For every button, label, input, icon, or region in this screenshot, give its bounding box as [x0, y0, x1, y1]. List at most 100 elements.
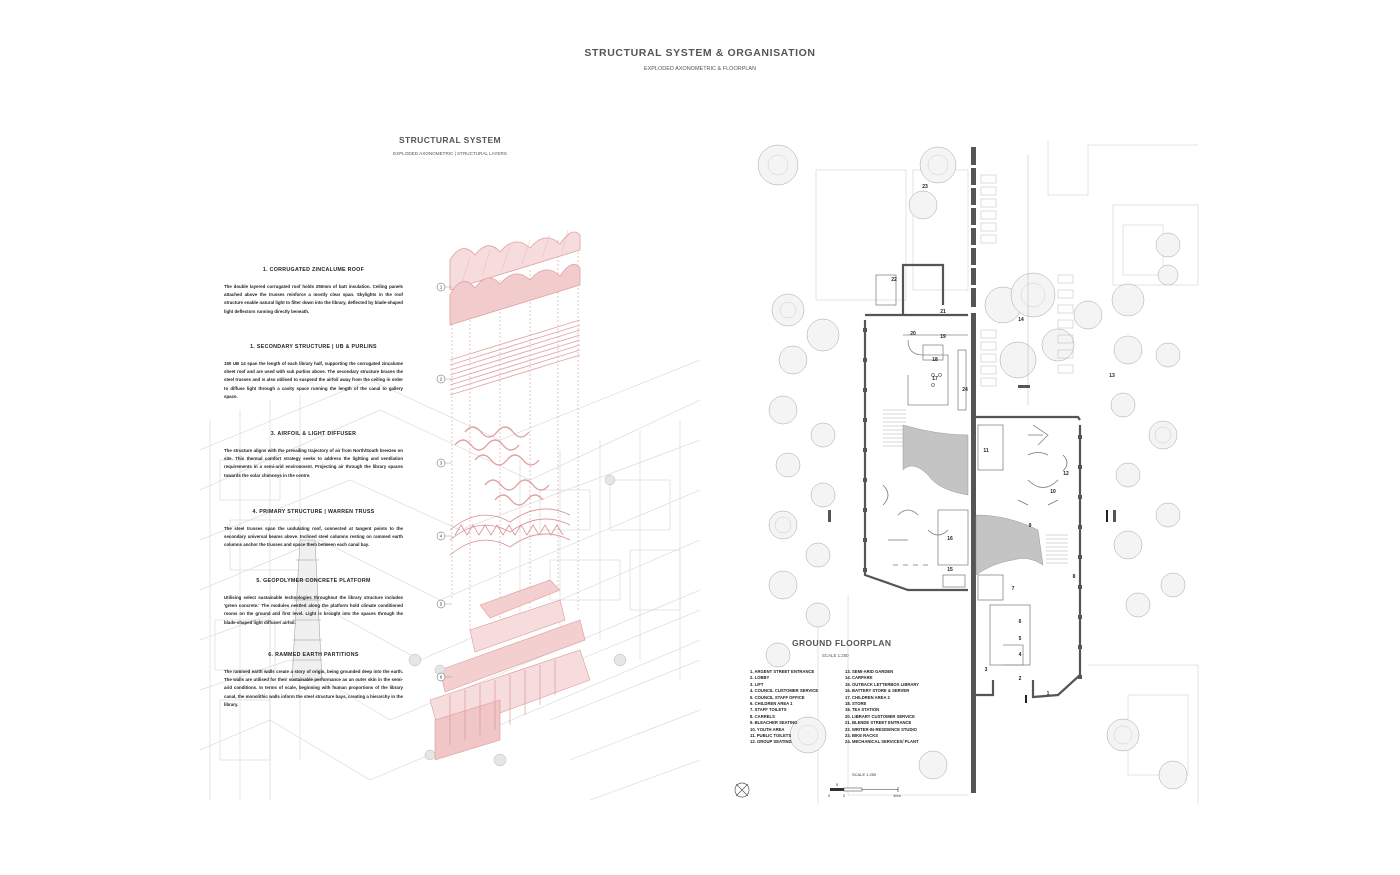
scalebar-tick: 10m	[893, 793, 901, 798]
east-wing-columns	[1018, 385, 1116, 679]
legend-item: 10. YOUTH AREA	[750, 726, 785, 732]
marker-label: 2	[440, 377, 443, 382]
layer-roof	[449, 229, 581, 326]
east-courtyard	[975, 514, 1044, 576]
marker-label: 4	[440, 534, 443, 539]
east-wing-interior	[977, 424, 1049, 666]
text-block-secondary-structure: 1. SECONDARY STRUCTURE | UB & PURLINS 15…	[224, 344, 403, 401]
scalebar-mid: 5	[836, 782, 839, 787]
room-label: 15	[947, 567, 953, 573]
marker-label: 5	[440, 602, 443, 607]
page-title: STRUCTURAL SYSTEM & ORGANISATION	[584, 47, 816, 59]
room-label: 22	[891, 277, 897, 283]
room-label: 11	[983, 448, 989, 454]
structural-system-subtitle: EXPLODED AXONOMETRIC | STRUCTURAL LAYERS	[393, 151, 507, 156]
room-label: 1	[1047, 691, 1050, 697]
legend-item: 11. PUBLIC TOILETS	[750, 733, 792, 739]
structural-system-title: STRUCTURAL SYSTEM	[398, 135, 502, 145]
block-text: The rammed earth walls create a story of…	[224, 669, 403, 707]
room-label: 4	[1019, 652, 1022, 658]
west-courtyard	[902, 424, 969, 496]
west-furniture	[882, 373, 949, 566]
legend-item: 7. STAFF TOILETS	[750, 707, 787, 713]
block-text: Utilising select sustainable technologie…	[224, 595, 403, 625]
urban-context	[200, 359, 700, 801]
layer-markers	[436, 282, 446, 682]
floorplan-scale: SCALE 1:250	[822, 653, 849, 658]
layer-airfoil	[454, 426, 550, 506]
legend-item: 22. WRITER-IN-RESIDENCE STUDIO	[845, 726, 917, 732]
north-arrow-icon	[734, 782, 750, 798]
room-label: 6	[1019, 619, 1022, 625]
room-label: 3	[985, 667, 988, 673]
layer-purlins	[449, 319, 581, 396]
explosion-guides	[451, 240, 579, 630]
floorplan-title: GROUND FLOORPLAN	[792, 638, 892, 648]
floorplan-legend-col1: 1. ARGENT STREET ENTRANCE 2. LOBBY 3. LI…	[750, 669, 818, 746]
solar-chimney-tower	[291, 539, 323, 681]
west-wing-columns	[828, 328, 867, 572]
exploded-axonometric-drawing: 1 2 3 4 5 6	[200, 229, 700, 801]
room-label: 16	[947, 536, 953, 542]
room-label: 13	[1109, 373, 1115, 379]
legend-item: 24. MECHANICAL SERVICES/ PLANT	[845, 739, 919, 745]
marker-label: 6	[440, 675, 443, 680]
room-label: 12	[1063, 471, 1069, 477]
legend-item: 23. BIKE RACKS	[845, 733, 879, 739]
legend-item: 16. BATTERY STORE & SERVER	[845, 688, 910, 694]
block-heading: 4. PRIMARY STRUCTURE | WARREN TRUSS	[252, 509, 375, 515]
room-label: 23	[922, 184, 928, 190]
legend-item: 5. COUNCIL STAFF OFFICE	[750, 694, 805, 700]
ground-floorplan-drawing: 1 2 3 4 5 6 7 8 9 10 11 12 13 14 15 16 1…	[734, 140, 1199, 805]
text-block-airfoil: 3. AIRFOIL & LIGHT DIFFUSER The structur…	[224, 431, 403, 480]
legend-item: 14. CARPARK	[845, 675, 873, 681]
floorplan-legend-col2: 13. SEMI-ARID GARDEN 14. CARPARK 15. OUT…	[845, 669, 919, 746]
page-subtitle: EXPLODED AXONOMETRIC & FLOORPLAN	[643, 66, 757, 72]
spine-wall-breaks	[971, 165, 976, 288]
room-label: 14	[1018, 317, 1024, 323]
legend-item: 4. COUNCIL CUSTOMER SERVICE	[750, 688, 819, 694]
layer-platform-partitions	[429, 579, 591, 761]
block-heading: 1. CORRUGATED ZINCALUME ROOF	[262, 267, 365, 273]
scalebar-tick: 2	[843, 793, 846, 798]
text-block-roof: 1. CORRUGATED ZINCALUME ROOF The double …	[224, 267, 403, 316]
block-text: 150 UB 14 span the length of each librar…	[224, 361, 403, 399]
legend-item: 17. CHILDREN AREA 2	[845, 694, 890, 700]
legend-item: 9. BLEACHER SEATING	[750, 720, 798, 726]
scalebar-tick: 0	[828, 793, 831, 798]
legend-item: 3. LIFT	[750, 681, 764, 687]
tree-canopy-detail	[767, 154, 1172, 746]
marker-label: 3	[440, 461, 443, 466]
room-label: 18	[932, 357, 938, 363]
legend-item: 21. BLENDE STREET ENTRANCE	[845, 720, 912, 726]
legend-item: 1. ARGENT STREET ENTRANCE	[750, 669, 815, 674]
marker-label: 1	[440, 285, 443, 290]
east-stair	[1046, 534, 1068, 564]
legend-item: 15. OUTBACK LETTERBOX LIBRARY	[845, 681, 920, 687]
room-label: 10	[1050, 489, 1056, 495]
block-heading: 3. AIRFOIL & LIGHT DIFFUSER	[270, 431, 357, 437]
room-label: 8	[1073, 574, 1076, 580]
block-text: The double layered corrugated roof holds…	[224, 284, 403, 314]
room-label: 20	[910, 331, 916, 337]
layer-warren-truss	[449, 508, 571, 556]
entrance-markers	[1025, 510, 1108, 703]
room-label: 2	[1019, 676, 1022, 682]
legend-item: 6. CHILDREN AREA 1	[750, 701, 793, 707]
block-heading: 1. SECONDARY STRUCTURE | UB & PURLINS	[250, 344, 377, 350]
room-label: 17	[932, 376, 938, 382]
room-label: 5	[1019, 636, 1022, 642]
legend-item: 18. STORE	[845, 701, 867, 707]
room-label: 7	[1012, 586, 1015, 592]
legend-item: 8. CARRELS	[750, 713, 775, 719]
west-wing-walls	[863, 263, 968, 592]
west-wing-interior	[875, 274, 969, 588]
marker-leaders	[445, 286, 452, 678]
room-label: 24	[962, 387, 968, 393]
legend-item: 2. LOBBY	[750, 675, 770, 681]
text-block-platform: 5. GEOPOLYMER CONCRETE PLATFORM Utilisin…	[224, 578, 403, 627]
room-label: 9	[1029, 523, 1032, 529]
block-text: The structure aligns with the prevailing…	[224, 448, 403, 478]
context-trees	[408, 474, 627, 767]
east-furniture	[1017, 434, 1068, 506]
